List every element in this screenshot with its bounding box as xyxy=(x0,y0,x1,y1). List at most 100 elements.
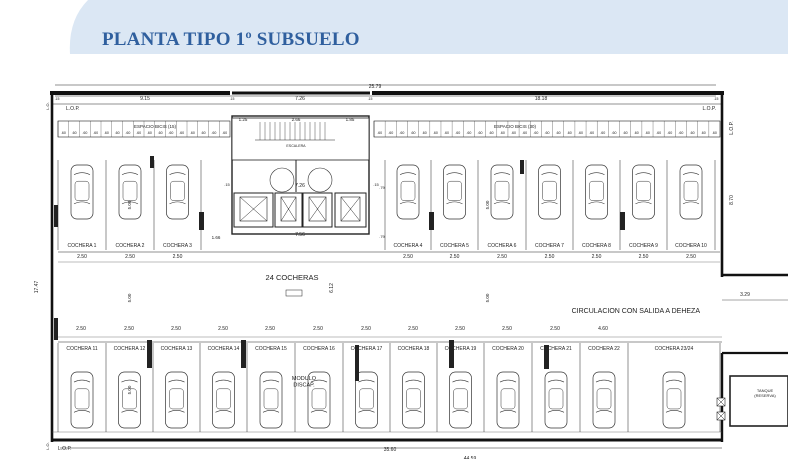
bike-rack-right-module: .60 xyxy=(500,131,505,135)
bike-rack-left-module: .60 xyxy=(179,131,184,135)
lower-car-icon xyxy=(662,371,686,429)
stairs-box xyxy=(231,117,370,161)
bike-rack-right-module: .60 xyxy=(444,131,449,135)
bike-rack-right-module: .60 xyxy=(611,131,616,135)
dim-core-e: 7.56 xyxy=(295,232,305,238)
dim-right-depth: 8.70 xyxy=(729,195,735,205)
lo-label-top: L.O. xyxy=(45,102,50,110)
dim-aisle: 6.12 xyxy=(329,283,335,293)
bike-rack-right-module: .60 xyxy=(422,131,427,135)
lower-space-width: 2.50 xyxy=(218,326,228,332)
lower-car-icon xyxy=(449,371,472,429)
bike-rack-right-module: .60 xyxy=(489,131,494,135)
dim-total-depth: 17.47 xyxy=(34,281,40,294)
water-tank xyxy=(729,375,788,427)
bike-rack-left-module: .60 xyxy=(115,131,120,135)
dim-space-depth: 5.00 xyxy=(127,385,132,394)
bike-rack-right-module: .60 xyxy=(388,131,393,135)
dim-core-b: 2.66 xyxy=(292,117,301,122)
lower-space-width: 2.50 xyxy=(455,326,465,332)
lower-car-icon xyxy=(402,371,425,429)
upper-right-space-width: 2.50 xyxy=(545,254,555,260)
dim-wall: .15 xyxy=(368,97,373,101)
dim-core-h: .79 xyxy=(379,234,385,239)
lower-car-icon xyxy=(592,371,616,429)
dim-core-offset: 1.66 xyxy=(212,235,221,240)
bike-rack-right-module: .60 xyxy=(556,131,561,135)
dim-core-c: 1.85 xyxy=(346,117,355,122)
vent-cross xyxy=(716,397,726,407)
lower-space-label: COCHERA 18 xyxy=(398,346,430,352)
upper-right-space-label: COCHERA 9 xyxy=(629,243,658,249)
bike-rack-right-module: .60 xyxy=(656,131,661,135)
column xyxy=(429,212,434,230)
upper-left-space-width: 2.50 xyxy=(125,254,135,260)
upper-right-space-width: 2.50 xyxy=(592,254,602,260)
lower-space-width: 2.50 xyxy=(502,326,512,332)
column xyxy=(54,318,58,340)
upper-right-car-icon xyxy=(679,164,703,220)
bike-rack-right-module: .60 xyxy=(667,131,672,135)
dim-left-width: 9.15 xyxy=(140,96,150,102)
bike-rack-left-module: .60 xyxy=(61,131,66,135)
upper-left-car-icon xyxy=(166,164,189,220)
dim-space-depth: 5.00 xyxy=(127,200,132,209)
lo-label-bottom: L.O. xyxy=(45,442,50,450)
column xyxy=(199,212,204,230)
bike-rack-right-label: ESPACIO BICIS (30) xyxy=(494,124,536,129)
lower-space-label: COCHERA 21 xyxy=(540,346,572,352)
dim-core-f: .15 xyxy=(224,182,230,187)
circulation-label: CIRCULACION CON SALIDA A DEHEZA xyxy=(572,308,701,315)
dim-aisle-depth: 5.00 xyxy=(485,293,490,302)
tank-label: TANQUE(RESERVA) xyxy=(754,388,776,398)
bike-rack-right-module: .60 xyxy=(634,131,639,135)
dim-core-width: 7.26 xyxy=(295,96,305,102)
lop-label-top-right: L.O.P. xyxy=(702,106,716,112)
lower-car-icon xyxy=(355,371,378,429)
column xyxy=(147,340,152,368)
lower-space-label: COCHERA 17 xyxy=(351,346,383,352)
bike-rack-right-module: .60 xyxy=(567,131,572,135)
vent-cross xyxy=(716,411,726,421)
upper-right-space-width: 2.50 xyxy=(639,254,649,260)
upper-left-space-width: 2.50 xyxy=(77,254,87,260)
lower-car-icon xyxy=(307,371,331,429)
bike-rack-right-module: .60 xyxy=(578,131,583,135)
column xyxy=(544,345,549,369)
bike-rack-left-module: .60 xyxy=(72,131,77,135)
page-title: PLANTA TIPO 1º SUBSUELO xyxy=(102,29,360,50)
lower-car-icon xyxy=(496,371,520,429)
stairs-label: ESCALERA xyxy=(286,144,306,148)
bike-rack-right-module: .60 xyxy=(399,131,404,135)
lop-label-bottom: L.O.P. xyxy=(58,446,72,452)
bike-rack-right-module: .60 xyxy=(377,131,382,135)
upper-right-car-icon xyxy=(443,164,466,220)
upper-left-space-width: 2.50 xyxy=(173,254,183,260)
elevator-cross xyxy=(308,196,327,222)
dim-wall: .15 xyxy=(230,97,235,101)
dim-core-g: .15 xyxy=(373,182,379,187)
bike-rack-right-module: .60 xyxy=(466,131,471,135)
column xyxy=(520,160,524,174)
bike-rack-left-module: .60 xyxy=(168,131,173,135)
upper-right-car-icon xyxy=(585,164,608,220)
lower-space-label: COCHERA 11 xyxy=(66,346,98,352)
bike-rack-right-module: .60 xyxy=(712,131,717,135)
lower-space-label: COCHERA 22 xyxy=(588,346,620,352)
bike-rack-left-module: .60 xyxy=(211,131,216,135)
dim-right-width: 18.18 xyxy=(535,96,548,102)
bike-rack-right-module: .60 xyxy=(690,131,695,135)
header-banner xyxy=(69,0,788,54)
bike-rack-right-module: .60 xyxy=(433,131,438,135)
lower-car-icon xyxy=(118,371,141,429)
lower-space-label: COCHERA 12 xyxy=(114,346,146,352)
door-swing xyxy=(307,167,333,193)
upper-right-car-icon xyxy=(396,164,420,220)
bike-rack-right-module: .60 xyxy=(511,131,516,135)
dim-wall: .15 xyxy=(714,97,719,101)
lower-space-label: COCHERA 14 xyxy=(208,346,240,352)
bike-rack-left-module: .60 xyxy=(93,131,98,135)
dim-exit-offset: 3.29 xyxy=(740,292,750,298)
bike-rack-right-module: .60 xyxy=(478,131,483,135)
